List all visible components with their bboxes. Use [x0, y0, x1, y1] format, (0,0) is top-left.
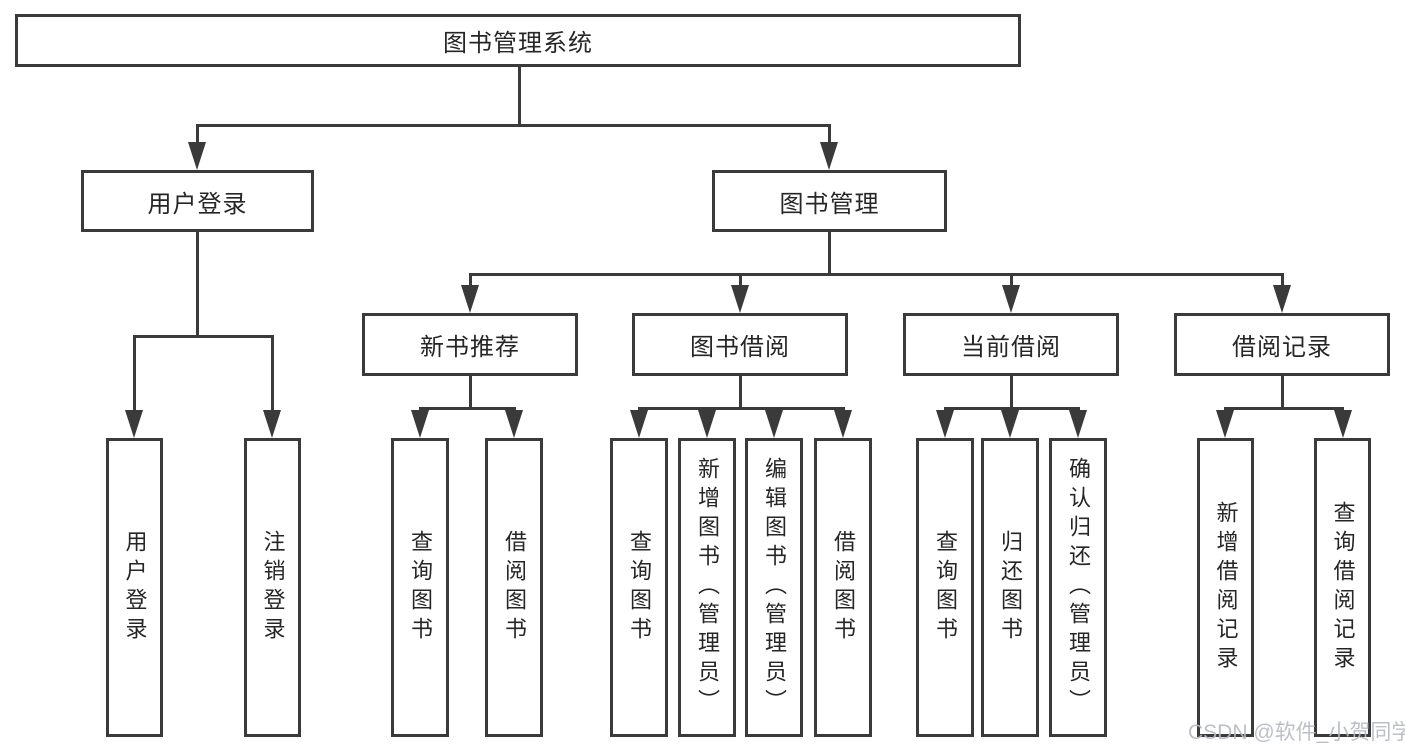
leaf-logout: 注销登录: [244, 438, 301, 737]
node-label: 归还图书: [998, 529, 1023, 646]
connector-hline: [637, 407, 845, 410]
leaf-user-login: 用户登录: [106, 438, 163, 737]
node-label: 图书借阅: [690, 334, 790, 361]
connector-hline: [132, 335, 274, 338]
node-label: 查询图书: [933, 529, 958, 646]
arrowhead-icon: [1273, 285, 1291, 313]
node-label: 编辑图书（管理员）: [762, 457, 787, 718]
node-label: 借阅记录: [1232, 334, 1332, 361]
leaf-bb-add-books-admin: 新增图书（管理员）: [678, 438, 736, 737]
connector-vline: [738, 273, 742, 289]
connector-vline: [827, 124, 831, 146]
arrowhead-icon: [1334, 410, 1352, 438]
leaf-br-query-record: 查询借阅记录: [1314, 438, 1371, 737]
node-new-book-recommend: 新书推荐: [362, 313, 578, 376]
leaf-bb-borrow-books: 借阅图书: [814, 438, 872, 737]
node-label: 查询图书: [408, 529, 433, 646]
connector-hline: [418, 407, 516, 410]
connector-hline: [943, 407, 1080, 410]
connector-vline: [738, 376, 742, 410]
arrowhead-icon: [698, 410, 716, 438]
arrowhead-icon: [188, 142, 206, 170]
node-label: 借阅图书: [502, 529, 527, 646]
node-label: 查询借阅记录: [1330, 500, 1356, 675]
arrowhead-icon: [731, 285, 749, 313]
connector-vline: [1009, 273, 1013, 289]
node-label: 用户登录: [147, 190, 248, 218]
node-borrowing-records: 借阅记录: [1174, 313, 1390, 376]
connector-vline: [195, 232, 199, 338]
leaf-bb-query-books: 查询图书: [610, 438, 668, 737]
node-current-borrowing: 当前借阅: [903, 313, 1119, 376]
leaf-bb-edit-books-admin: 编辑图书（管理员）: [745, 438, 803, 737]
node-label: 当前借阅: [961, 334, 1061, 361]
arrowhead-icon: [505, 410, 523, 438]
arrowhead-icon: [1216, 410, 1234, 438]
connector-hline: [1224, 407, 1344, 410]
connector-vline: [827, 232, 831, 276]
node-label: 新增图书（管理员）: [695, 457, 720, 718]
connector-vline: [468, 376, 472, 410]
connector-vline: [1280, 273, 1284, 289]
connector-vline: [1009, 376, 1013, 410]
leaf-rec-borrow-books: 借阅图书: [485, 438, 543, 737]
csdn-watermark: CSDN @软件_小贺同学: [1188, 721, 1405, 744]
node-library-management-system: 图书管理系统: [15, 14, 1021, 67]
arrowhead-icon: [765, 410, 783, 438]
arrowhead-icon: [1001, 410, 1019, 438]
node-user-login: 用户登录: [81, 170, 314, 232]
leaf-cb-return-books: 归还图书: [981, 438, 1039, 737]
node-label: 新增借阅记录: [1213, 500, 1239, 675]
arrowhead-icon: [263, 410, 281, 438]
leaf-cb-query-books: 查询图书: [916, 438, 974, 737]
leaf-br-add-record: 新增借阅记录: [1197, 438, 1254, 737]
connector-vline: [132, 335, 136, 413]
connector-hline: [196, 124, 831, 127]
arrowhead-icon: [1002, 285, 1020, 313]
connector-vline: [195, 124, 199, 146]
node-label: 查询图书: [627, 529, 652, 646]
connector-vline: [518, 67, 521, 127]
connector-hline: [468, 273, 1284, 276]
arrowhead-icon: [936, 410, 954, 438]
node-label: 确认归还（管理员）: [1066, 457, 1091, 718]
leaf-rec-query-books: 查询图书: [391, 438, 449, 737]
arrowhead-icon: [1069, 410, 1087, 438]
connector-vline: [270, 335, 274, 413]
arrowhead-icon: [411, 410, 429, 438]
connector-vline: [1280, 376, 1284, 410]
node-label: 新书推荐: [420, 334, 520, 361]
node-label: 图书管理: [779, 190, 880, 218]
connector-vline: [468, 273, 472, 289]
arrowhead-icon: [834, 410, 852, 438]
node-label: 图书管理系统: [443, 30, 593, 57]
arrowhead-icon: [820, 142, 838, 170]
node-book-management: 图书管理: [712, 170, 947, 232]
node-label: 用户登录: [122, 529, 148, 646]
arrowhead-icon: [461, 285, 479, 313]
node-book-borrowing: 图书借阅: [632, 313, 848, 376]
node-label: 借阅图书: [831, 529, 856, 646]
node-label: 注销登录: [260, 529, 286, 646]
arrowhead-icon: [630, 410, 648, 438]
arrowhead-icon: [125, 410, 143, 438]
leaf-cb-confirm-return-admin: 确认归还（管理员）: [1049, 438, 1107, 737]
